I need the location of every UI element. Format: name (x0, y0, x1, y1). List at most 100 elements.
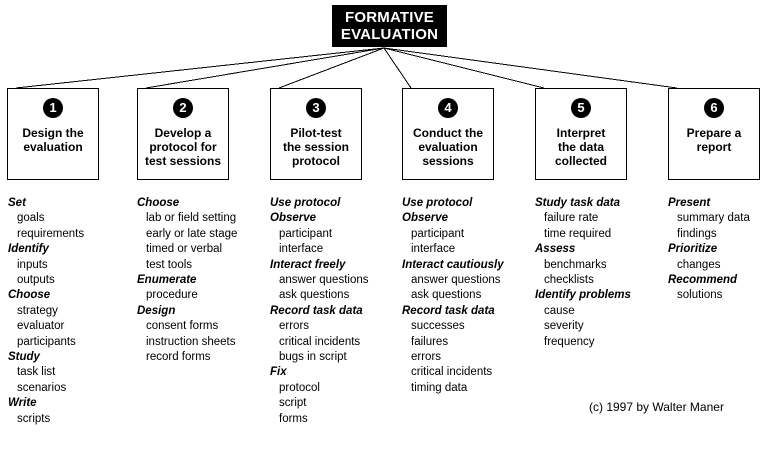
step-number-badge-6: 6 (704, 98, 724, 118)
detail-group-heading: Design (137, 304, 176, 317)
detail-group-heading: Record task data (402, 304, 495, 317)
detail-group-heading: Interact cautiously (402, 258, 504, 271)
detail-group-item: errors (411, 351, 442, 364)
step-title-6-line-2: report (696, 140, 732, 154)
detail-group-heading: Use protocol (402, 197, 473, 209)
detail-group-item: strategy (17, 304, 58, 317)
step-title-3-line-1: Pilot-test (290, 126, 342, 140)
detail-group-item: critical incidents (411, 366, 493, 379)
detail-group-item: lab or field setting (146, 212, 237, 225)
step-box-5[interactable]: 5 Interpret the data collected (535, 88, 627, 180)
step-title-2-line-1: Develop a (154, 126, 212, 140)
detail-group-item: time required (544, 227, 612, 240)
step-box-2[interactable]: 2 Develop a protocol for test sessions (137, 88, 229, 180)
step-number-badge-1: 1 (43, 98, 63, 118)
step-title-3-line-3: protocol (292, 154, 340, 168)
step-box-3[interactable]: 3 Pilot-test the session protocol (270, 88, 362, 180)
detail-group-item: solutions (677, 289, 723, 302)
detail-group-item: failure rate (544, 212, 599, 225)
detail-group-item: timing data (411, 381, 468, 394)
detail-group-heading: Observe (402, 212, 449, 225)
detail-group-heading: Present (668, 197, 711, 209)
step-title-1-line-1: Design the (22, 126, 84, 140)
connector-to-step-2 (145, 47, 385, 89)
step-number-badge-4: 4 (438, 98, 458, 118)
detail-group-heading: Observe (270, 212, 317, 225)
step-title-6-line-1: Prepare a (686, 126, 742, 140)
connector-to-step-3 (278, 47, 385, 89)
detail-group-item: evaluator (17, 320, 65, 333)
diagram-title-line-2: EVALUATION (340, 26, 439, 43)
detail-group-item: scenarios (17, 381, 67, 394)
detail-group-item: frequency (544, 335, 595, 348)
detail-group-item: checklists (544, 274, 594, 287)
detail-group-item: protocol (279, 381, 320, 394)
detail-group-item: severity (544, 320, 584, 333)
detail-group-item: test tools (146, 258, 193, 271)
step-number-badge-5: 5 (571, 98, 591, 118)
step-title-5-line-3: collected (554, 154, 608, 168)
detail-group-item: outputs (17, 274, 55, 287)
detail-group-item: changes (677, 258, 721, 271)
detail-group-heading: Enumerate (137, 274, 197, 287)
diagram-title-line-1: FORMATIVE (344, 9, 435, 26)
detail-column-5: Study task data failure rate time required… (535, 196, 665, 350)
step-title-3-line-2: the session (282, 140, 350, 154)
detail-group-item: participant (411, 227, 465, 240)
detail-group-item: instruction sheets (146, 335, 236, 348)
connector-to-step-1 (15, 47, 385, 89)
detail-group-item: task list (17, 366, 56, 379)
detail-group-heading: Study (8, 351, 40, 364)
step-title-1-line-2: evaluation (23, 140, 83, 154)
detail-group-item: benchmarks (544, 258, 607, 271)
detail-group-item: critical incidents (279, 335, 361, 348)
detail-group-item: successes (411, 320, 465, 333)
detail-group-heading: Study task data (535, 197, 620, 209)
detail-group-item: errors (279, 320, 310, 333)
detail-group-heading: Fix (270, 366, 287, 379)
detail-group-item: ask questions (279, 289, 350, 302)
detail-group-heading: Set (8, 197, 26, 209)
detail-group-item: participants (17, 335, 76, 348)
detail-group-item: interface (279, 243, 324, 256)
detail-group-heading: Choose (137, 197, 180, 209)
step-box-1[interactable]: 1 Design the evaluation (7, 88, 99, 180)
step-title-5: Interpret the data collected (552, 126, 610, 168)
detail-group-item: script (279, 397, 307, 410)
detail-group-item: record forms (146, 351, 211, 364)
step-title-5-line-2: the data (557, 140, 604, 154)
detail-column-2: Choose lab or field setting early or late … (137, 196, 267, 365)
detail-group-heading: Prioritize (668, 243, 718, 256)
detail-group-item: requirements (17, 227, 85, 240)
detail-group-item: goals (17, 212, 45, 225)
step-number-badge-3: 3 (306, 98, 326, 118)
detail-group-item: consent forms (146, 320, 219, 333)
step-title-5-line-1: Interpret (556, 126, 606, 140)
step-box-4[interactable]: 4 Conduct the evaluation sessions (402, 88, 494, 180)
detail-group-item: findings (677, 227, 717, 240)
step-title-2-line-3: test sessions (144, 154, 222, 168)
step-title-4-line-3: sessions (422, 154, 474, 168)
detail-group-heading: Identify (8, 243, 49, 256)
copyright-notice: (c) 1997 by Walter Maner (589, 400, 724, 414)
detail-group-item: summary data (677, 212, 750, 225)
connector-to-step-5 (383, 47, 545, 89)
step-title-2: Develop a protocol for test sessions (142, 126, 224, 168)
detail-group-item: early or late stage (146, 227, 238, 240)
step-title-4-line-1: Conduct the (413, 126, 483, 140)
detail-group-heading: Write (8, 397, 37, 410)
detail-group-item: interface (411, 243, 456, 256)
detail-group-heading: Record task data (270, 304, 363, 317)
step-title-4-line-2: evaluation (418, 140, 478, 154)
detail-group-item: answer questions (411, 274, 501, 287)
detail-group-heading: Assess (535, 243, 576, 256)
detail-group-item: procedure (146, 289, 198, 302)
detail-group-item: scripts (17, 412, 51, 425)
step-title-1: Design the evaluation (19, 126, 86, 154)
step-box-6[interactable]: 6 Prepare a report (668, 88, 760, 180)
